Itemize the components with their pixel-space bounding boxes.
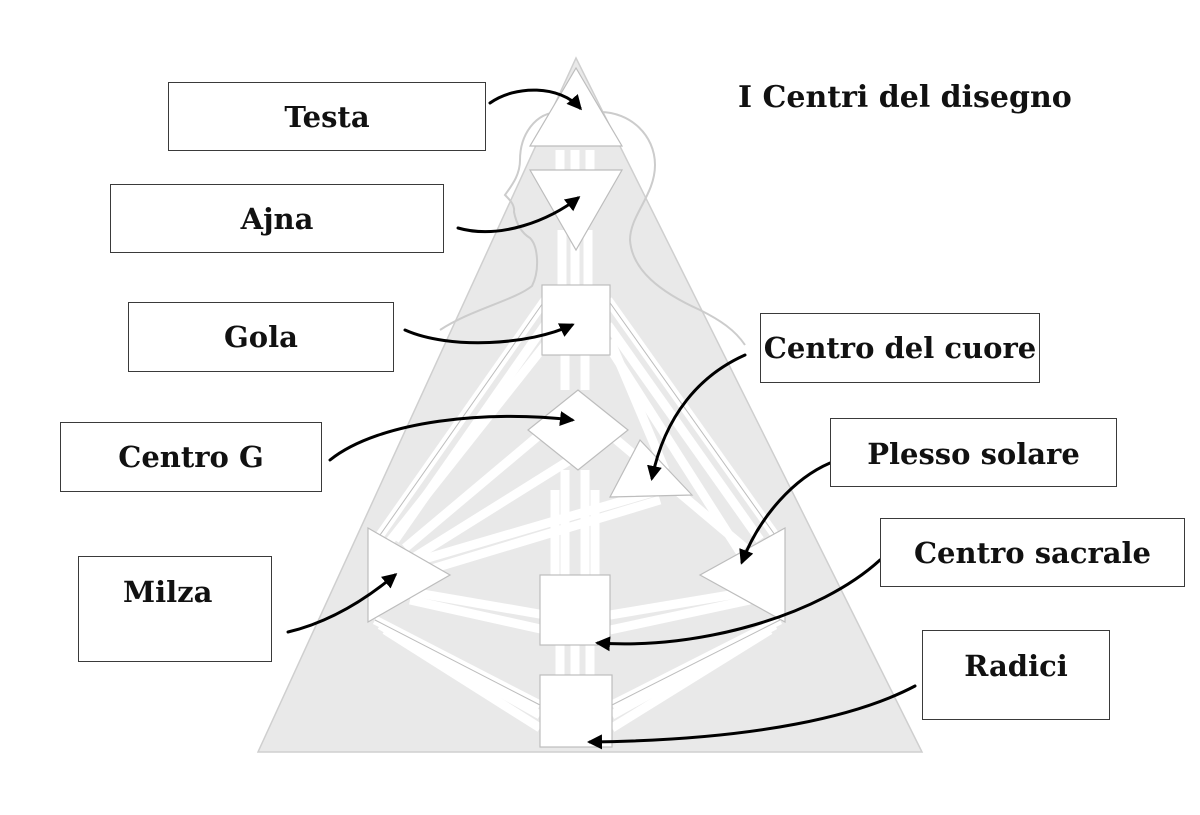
arrow-ajna bbox=[456, 196, 581, 233]
center-milza bbox=[367, 526, 452, 624]
label-centro-sacrale: Centro sacrale bbox=[880, 518, 1185, 587]
diagram-title: I Centri del disegno bbox=[738, 80, 1072, 115]
center-gola bbox=[541, 284, 611, 356]
arrow-gola bbox=[403, 323, 575, 345]
arrow-plesso bbox=[739, 461, 832, 565]
arrow-testa bbox=[488, 88, 582, 111]
human-silhouette bbox=[439, 111, 746, 346]
label-gola: Gola bbox=[128, 302, 394, 372]
arrow-sacrale bbox=[595, 558, 882, 652]
arrow-milza bbox=[286, 573, 398, 634]
arrow-centro-g bbox=[328, 411, 575, 462]
arrow-radici bbox=[587, 684, 917, 750]
label-ajna: Ajna bbox=[110, 184, 444, 253]
center-radici bbox=[539, 674, 613, 748]
label-plesso-solare: Plesso solare bbox=[830, 418, 1117, 487]
label-centro-g: Centro G bbox=[60, 422, 322, 492]
label-centro-cuore: Centro del cuore bbox=[760, 313, 1040, 383]
label-milza: Milza bbox=[78, 556, 272, 662]
arrow-cuore bbox=[647, 353, 747, 481]
label-testa: Testa bbox=[168, 82, 486, 151]
center-sacrale bbox=[539, 574, 611, 646]
pointer-arrows bbox=[286, 88, 917, 750]
center-testa bbox=[528, 66, 624, 147]
label-radici: Radici bbox=[922, 630, 1110, 720]
